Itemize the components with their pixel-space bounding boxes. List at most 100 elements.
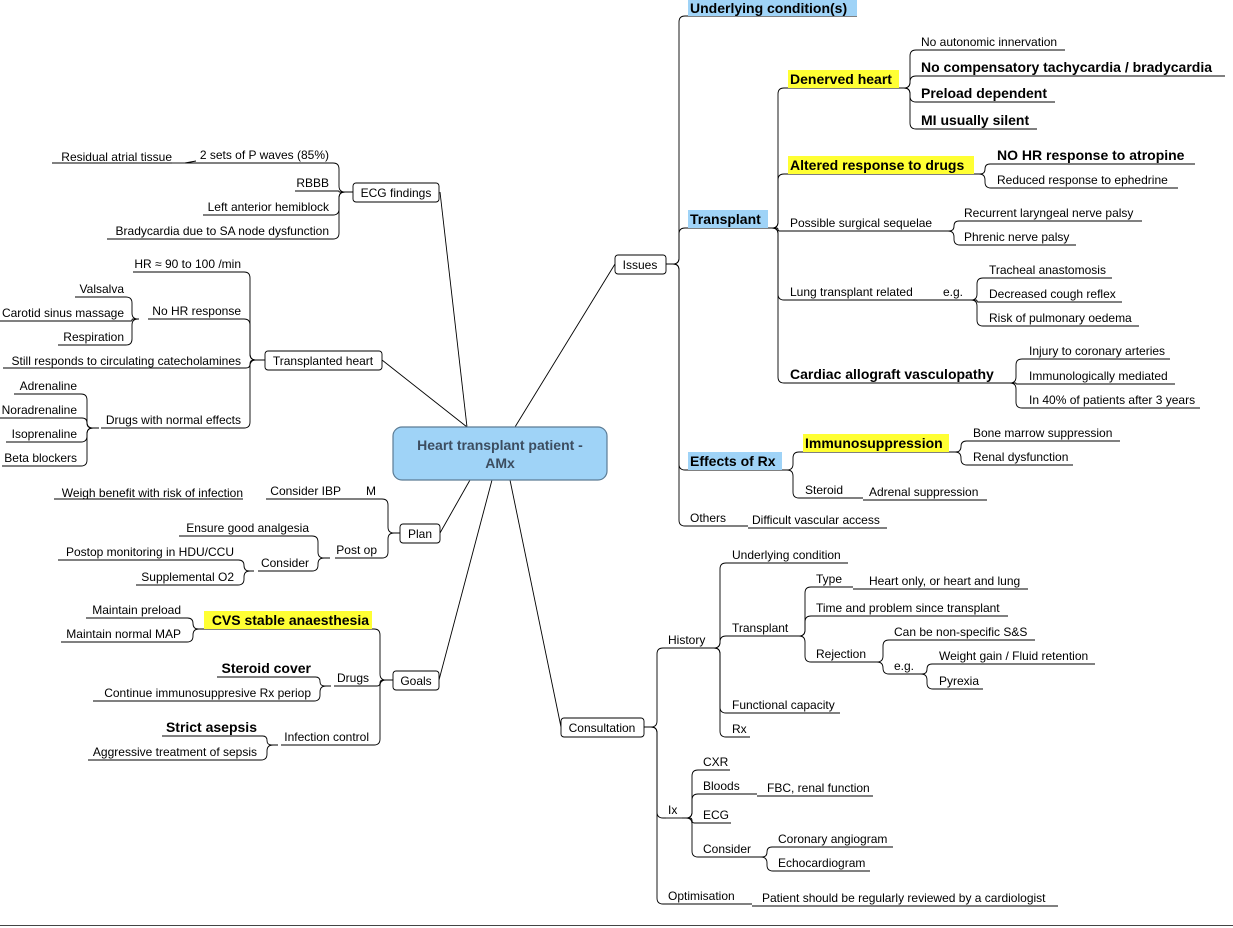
cons-echocardiogram: Echocardiogram bbox=[778, 856, 865, 870]
plan-analgesia: Ensure good analgesia bbox=[186, 521, 309, 535]
branch-connector bbox=[644, 726, 666, 819]
branch-connector bbox=[439, 479, 471, 534]
branch-connector bbox=[899, 87, 918, 130]
branch-connector bbox=[182, 628, 204, 643]
branch-connector bbox=[965, 277, 987, 301]
branch-connector bbox=[77, 417, 99, 429]
cons-cxr: CXR bbox=[703, 755, 729, 769]
cons-type: Type bbox=[816, 572, 842, 586]
issues-phrenic-nerve: Phrenic nerve palsy bbox=[964, 230, 1069, 244]
th-drugs-normal-effects: Drugs with normal effects bbox=[106, 413, 241, 427]
branch-connector bbox=[311, 676, 331, 687]
branch-connector bbox=[666, 263, 688, 471]
topic-plan[interactable]: Plan bbox=[399, 523, 441, 544]
cons-transplant: Transplant bbox=[732, 621, 789, 635]
branch-connector bbox=[682, 793, 701, 819]
branch-connector bbox=[380, 532, 400, 559]
branch-connector bbox=[944, 220, 962, 232]
issues-immunologically-mediated: Immunologically mediated bbox=[1029, 369, 1168, 383]
topic-transplanted-heart[interactable]: Transplanted heart bbox=[264, 350, 383, 371]
cons-functional-capacity: Functional capacity bbox=[732, 698, 835, 712]
branch-connector bbox=[757, 856, 776, 872]
goals-drugs: Drugs bbox=[337, 671, 369, 685]
topic-goals-label: Goals bbox=[400, 674, 431, 688]
branch-connector bbox=[782, 451, 803, 471]
plan-supplemental-o2: Supplemental O2 bbox=[141, 570, 234, 584]
cons-non-specific: Can be non-specific S&S bbox=[894, 625, 1027, 639]
topic-transplanted-heart-label: Transplanted heart bbox=[273, 354, 374, 368]
branch-connector bbox=[644, 647, 666, 728]
denerved-highlight bbox=[788, 70, 899, 88]
branch-connector bbox=[974, 173, 995, 189]
branch-connector bbox=[330, 162, 353, 193]
th-carotid-sinus: Carotid sinus massage bbox=[2, 306, 124, 320]
underlying-highlight bbox=[688, 0, 857, 16]
goals-steroid-cover: Steroid cover bbox=[222, 660, 312, 676]
issues-mi-silent: MI usually silent bbox=[921, 112, 1029, 128]
branch-connector bbox=[965, 299, 987, 327]
branch-connector bbox=[916, 673, 937, 690]
th-isoprenaline: Isoprenaline bbox=[12, 427, 78, 441]
issues-vascular-access: Difficult vascular access bbox=[752, 513, 880, 527]
topic-goals[interactable]: Goals bbox=[392, 670, 440, 691]
branch-connector bbox=[438, 479, 493, 681]
ecg-p-waves: 2 sets of P waves (85%) bbox=[200, 148, 329, 162]
branch-connector bbox=[949, 451, 971, 466]
branch-connector bbox=[793, 586, 814, 637]
cons-underlying-condition: Underlying condition bbox=[732, 548, 841, 562]
cons-bloods: Bloods bbox=[703, 779, 740, 793]
branch-connector bbox=[514, 263, 616, 428]
cons-ecg: ECG bbox=[703, 808, 729, 822]
branch-connector bbox=[708, 647, 730, 738]
branch-connector bbox=[242, 359, 265, 429]
issues-surgical-sequelae: Possible surgical sequelae bbox=[790, 216, 932, 230]
branch-connector bbox=[899, 49, 918, 89]
issues-lung-transplant: Lung transplant related bbox=[790, 285, 913, 299]
issues-reduced-ephedrine: Reduced response to ephedrine bbox=[997, 173, 1168, 187]
cons-weight-gain: Weight gain / Fluid retention bbox=[939, 649, 1088, 663]
cons-cardiologist-review: Patient should be regularly reviewed by … bbox=[762, 891, 1046, 905]
goals-infection-control: Infection control bbox=[284, 730, 369, 744]
branch-connector bbox=[768, 227, 788, 384]
branch-connector bbox=[242, 359, 265, 369]
th-beta-blockers: Beta blockers bbox=[4, 451, 77, 465]
branch-connector bbox=[124, 296, 139, 320]
issues-recurrent-laryngeal: Recurrent laryngeal nerve palsy bbox=[964, 206, 1133, 220]
plan-weigh-benefit: Weigh benefit with risk of infection bbox=[62, 486, 243, 500]
branch-connector bbox=[509, 479, 562, 728]
branch-connector bbox=[757, 846, 776, 858]
branch-connector bbox=[77, 393, 99, 429]
issues-no-compensatory: No compensatory tachycardia / bradycardi… bbox=[921, 59, 1212, 75]
cons-history: History bbox=[668, 633, 705, 647]
topic-consultation-label: Consultation bbox=[569, 721, 636, 735]
bottom-rule bbox=[0, 925, 1233, 926]
issues-cough-reflex: Decreased cough reflex bbox=[989, 287, 1116, 301]
branch-connector bbox=[381, 359, 468, 428]
issues-altered-response: Altered response to drugs bbox=[790, 157, 964, 173]
issues-others: Others bbox=[690, 511, 726, 525]
branch-connector bbox=[348, 498, 400, 534]
ecg-residual-atrial: Residual atrial tissue bbox=[61, 150, 172, 164]
branch-connector bbox=[682, 817, 701, 858]
issues-underlying-condition: Underlying condition(s) bbox=[690, 0, 847, 16]
issues-lung-eg: e.g. bbox=[943, 285, 963, 299]
central-topic[interactable]: Heart transplant patient - AMx bbox=[392, 426, 608, 481]
th-catecholamines: Still responds to circulating catecholam… bbox=[12, 354, 241, 368]
branch-connector bbox=[666, 263, 688, 527]
th-valsalva: Valsalva bbox=[80, 282, 125, 296]
branch-connector bbox=[310, 535, 330, 559]
th-no-hr-response: No HR response bbox=[152, 304, 241, 318]
branch-connector bbox=[793, 615, 814, 637]
plan-m: M bbox=[366, 484, 376, 498]
topic-issues[interactable]: Issues bbox=[614, 254, 667, 275]
topic-consultation[interactable]: Consultation bbox=[560, 717, 645, 738]
branch-connector bbox=[124, 318, 139, 322]
cons-ix: Ix bbox=[668, 803, 677, 817]
branch-connector bbox=[330, 191, 353, 240]
cons-pyrexia: Pyrexia bbox=[939, 674, 979, 688]
plan-consider: Consider bbox=[261, 556, 309, 570]
th-respiration: Respiration bbox=[63, 330, 124, 344]
topic-ecg-findings[interactable]: ECG findings bbox=[352, 182, 440, 203]
issues-steroid: Steroid bbox=[805, 483, 843, 497]
cons-optimisation: Optimisation bbox=[668, 889, 735, 903]
